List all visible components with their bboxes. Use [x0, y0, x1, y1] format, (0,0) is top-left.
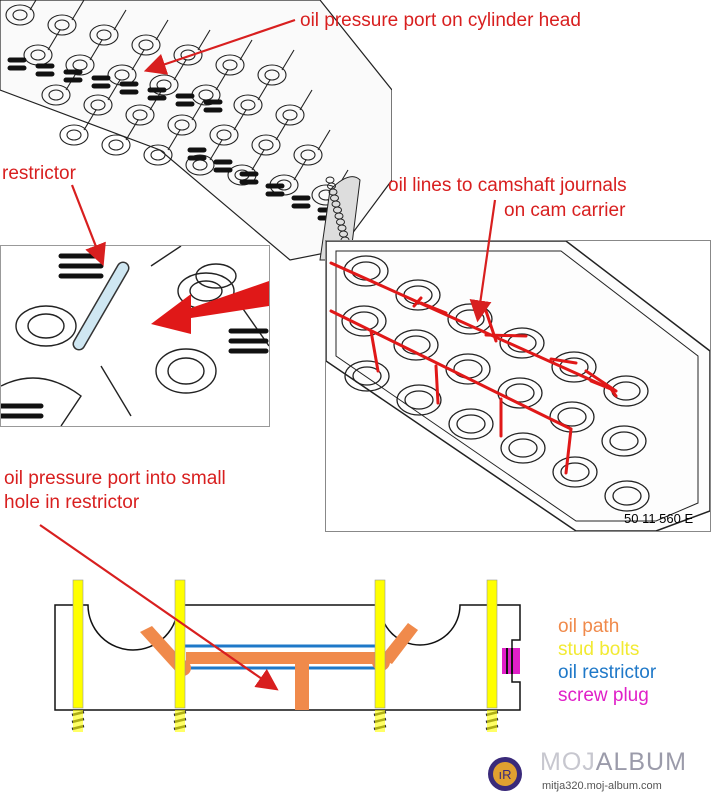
screw-plug-shape	[502, 648, 520, 674]
legend-stud-bolts: stud bolts	[558, 639, 640, 660]
schematic-diagram	[54, 579, 521, 732]
restrictor-tube	[72, 261, 130, 351]
label-restrictor: restrictor	[2, 163, 76, 184]
svg-text:ıR: ıR	[499, 767, 512, 782]
legend-oil-restrictor: oil restrictor	[558, 662, 657, 683]
label-oil-lines-1: oil lines to camshaft journals	[388, 175, 627, 196]
label-top-port: oil pressure port on cylinder head	[300, 10, 581, 31]
label-port-into-2: hole in restrictor	[4, 492, 140, 513]
watermark-brand-b: ALBUM	[595, 748, 687, 776]
watermark-brand: MOJALBUM	[540, 748, 687, 777]
label-port-into-1: oil pressure port into small	[4, 468, 226, 489]
watermark-brand-a: MOJ	[540, 748, 596, 776]
watermark-url: mitja320.moj-album.com	[542, 780, 662, 792]
cam-carrier-svg	[326, 241, 710, 531]
legend-screw-plug: screw plug	[558, 685, 649, 706]
moj-album-logo-icon: ıR	[488, 757, 522, 791]
oil-lines	[329, 261, 618, 475]
cam-carrier-drawing: 50 11 560 E	[325, 240, 711, 532]
restrictor-closeup-svg	[1, 246, 269, 426]
legend-oil-path: oil path	[558, 616, 620, 637]
label-oil-lines-2: on cam carrier	[504, 200, 626, 221]
pressure-arrow-closeup	[151, 281, 269, 334]
figure-code: 50 11 560 E	[624, 511, 694, 526]
restrictor-closeup	[0, 245, 270, 427]
